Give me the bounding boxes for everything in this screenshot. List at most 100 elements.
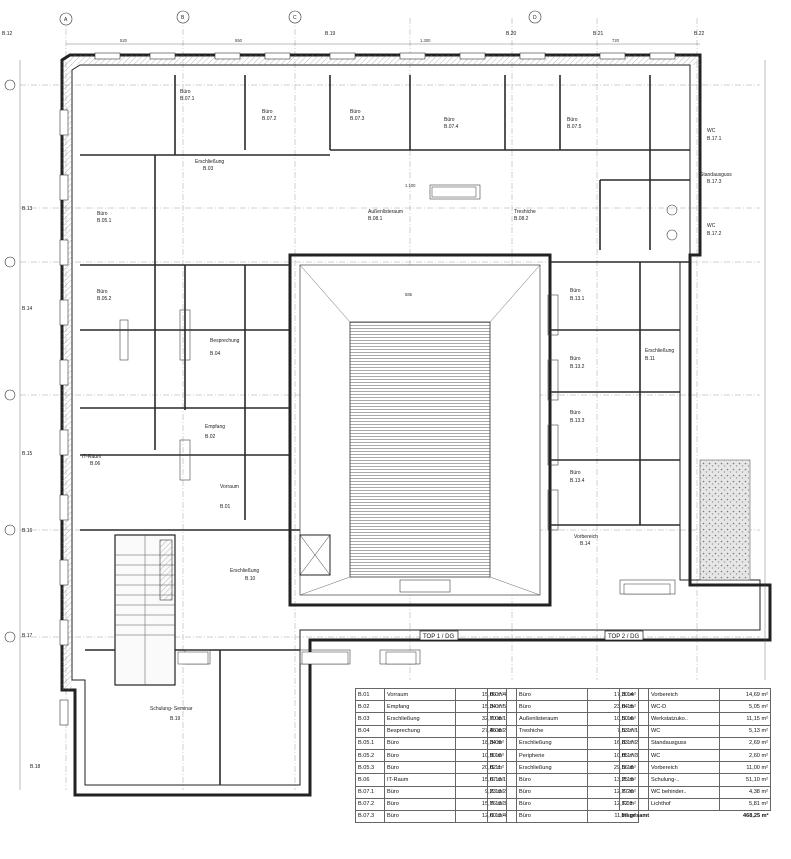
grid-label-row-22: B.22 (694, 31, 705, 37)
grid-label-row-21: B.21 (593, 31, 604, 37)
grid-label-row-13: B.13 (22, 206, 33, 212)
room-b173: B.17.3 (707, 179, 722, 185)
grid-bubble-row-4 (4, 524, 16, 536)
grid-label-row-15: B.15 (22, 451, 33, 457)
grid-label-row-16: B.16 (22, 528, 33, 534)
svg-text:585: 585 (405, 292, 413, 297)
room-b06-name: IT-Raum (82, 454, 101, 460)
room-b132-name: Büro (570, 356, 581, 362)
schedule-cell-name: Büro (516, 785, 588, 799)
room-b173-name: Standausguss (700, 172, 732, 178)
grid-bubbles (4, 10, 542, 643)
room-b0705: B.07.5 (567, 124, 582, 130)
grid-bubble-row-3 (4, 389, 16, 401)
room-b082-name: Treshiche (514, 209, 536, 215)
room-b132: B.13.2 (570, 364, 585, 370)
schedule-cell-name: Peripherie (516, 748, 588, 763)
total-label: Insgesamt (621, 813, 650, 820)
room-b0704: B.07.4 (444, 124, 459, 130)
schedule-cell-name: Treshiche (516, 724, 588, 738)
schedule-cell-id: B.02 (355, 700, 385, 714)
schedule-cell-area: 4,38 m² (719, 785, 771, 799)
schedule-cell-area: 5,81 m² (719, 797, 771, 811)
schedule-cell-id: B.20 (619, 785, 649, 799)
terrace-edge (699, 459, 751, 581)
room-b10-name: Erschließung (230, 568, 259, 574)
schedule-cell-id: B.09 (487, 736, 517, 750)
schedule-cell-name: Erschließung (516, 761, 588, 775)
schedule-cell-id: B.04 (355, 724, 385, 738)
room-b04-name: Besprechung (210, 338, 240, 344)
room-b172: B.17.2 (707, 231, 722, 237)
schedule-cell-id: B.11 (487, 761, 517, 775)
schedule-cell-id: B.17.3 (619, 748, 649, 763)
schedule-cell-id: B.01 (355, 687, 385, 702)
schedule-cell-name: Außenlisteraum (516, 712, 588, 726)
room-b052: B.05.2 (97, 296, 112, 302)
room-b171-name: WC (707, 128, 716, 134)
grid-label-b: B (181, 15, 185, 21)
dimension-lines (19, 43, 766, 790)
grid-label-row-19: B.19 (325, 31, 336, 37)
schedule-cell-name: Büro (516, 797, 588, 811)
schedule-cell-id: B.08.1 (487, 712, 517, 726)
room-b04: B.04 (210, 351, 221, 357)
room-b133: B.13.3 (570, 418, 585, 424)
room-b131-name: Büro (570, 288, 581, 294)
stair-treads (115, 535, 175, 685)
elevator (299, 534, 331, 576)
tag-top2: TOP 2 / DG (608, 634, 639, 640)
room-stamp-boxes (177, 186, 671, 665)
schedule-cell-id: B.13.3 (487, 797, 517, 811)
schedule-cell-id: B.05.1 (355, 736, 385, 750)
schedule-cell-name: IT-Raum (384, 773, 456, 787)
schedule-cell-name: Erschließung (384, 712, 456, 726)
room-b06: B.06 (90, 461, 101, 467)
schedule-cell-name: Werkstatzuko.. (648, 712, 720, 726)
room-b0701-name: Büro (180, 89, 191, 95)
grid-label-d: D (533, 15, 537, 21)
total-value: 468,25 m² (743, 813, 769, 820)
grid-bubble-a (59, 12, 73, 26)
room-b051-name: Büro (97, 211, 108, 217)
grid-label-row-18: B.18 (30, 764, 41, 770)
room-b134: B.13.4 (570, 478, 585, 484)
schedule-cell-id: B.06 (355, 773, 385, 787)
schedule-cell-id: B.05.2 (355, 748, 385, 763)
room-b11-name: Erschließung (645, 348, 674, 354)
room-b0703: B.07.3 (350, 116, 365, 122)
room-b14: B.14 (580, 541, 591, 547)
room-b133-name: Büro (570, 410, 581, 416)
schedule-cell-name: Büro (384, 785, 456, 799)
schedule-cell-area: 2,69 m² (719, 736, 771, 750)
room-b082: B.08.2 (514, 216, 529, 222)
room-b081-name: Außenlisteraum (368, 209, 403, 215)
grid-bubble-labels: A B C D B.12 B.13 B.14 B.15 B.16 B.17 B.… (2, 15, 705, 770)
schedule-cell-name: Büro (384, 797, 456, 811)
schedule-cell-id: B.15 (619, 700, 649, 714)
schedule-cell-name: WC-D (648, 700, 720, 714)
schedule-cell-id: B.03 (355, 712, 385, 726)
grid-label-row-14: B.14 (22, 306, 33, 312)
schedule-cell-id: B.17.1 (619, 724, 649, 738)
grid-label-row-17: B.17 (22, 633, 33, 639)
room-b10: B.10 (245, 576, 256, 582)
shaft-hatch (159, 539, 173, 601)
schedule-cell-area: 11,15 m² (719, 712, 771, 726)
schedule-cell-name: Büro (516, 700, 588, 714)
schedule-cell-name: Büro (384, 809, 456, 824)
